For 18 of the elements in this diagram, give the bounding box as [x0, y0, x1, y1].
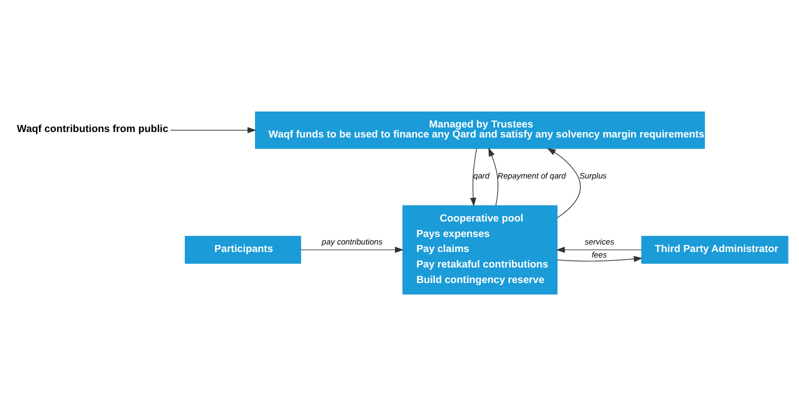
edge-label: fees: [592, 250, 607, 260]
arrow: [300, 246, 404, 253]
node-box: Cooperative pool Pays expenses Pay claims Pay retakaful contributions Build contingency reserve: [402, 205, 558, 294]
arrow: [170, 127, 256, 134]
arrow: [556, 256, 643, 262]
arrow: [546, 148, 581, 218]
node-box: Managed by Trustees Waqf funds to be used to finance any Qard and satisfy any solvency margin requirements: [255, 112, 705, 149]
edge-label: qard: [473, 171, 490, 180]
arrow: [556, 246, 642, 253]
arrow: [470, 148, 477, 207]
edge-label: services: [584, 238, 614, 247]
node-box: Third Party Administrator: [641, 236, 788, 264]
edge-label: Surplus: [579, 171, 607, 180]
edge-label: pay contributions: [322, 238, 382, 247]
arrow: [488, 148, 498, 206]
edge-label: Repayment of qard: [498, 171, 566, 180]
node-text: Waqf contributions from public: [16, 124, 168, 136]
node-box: Participants: [184, 236, 302, 264]
